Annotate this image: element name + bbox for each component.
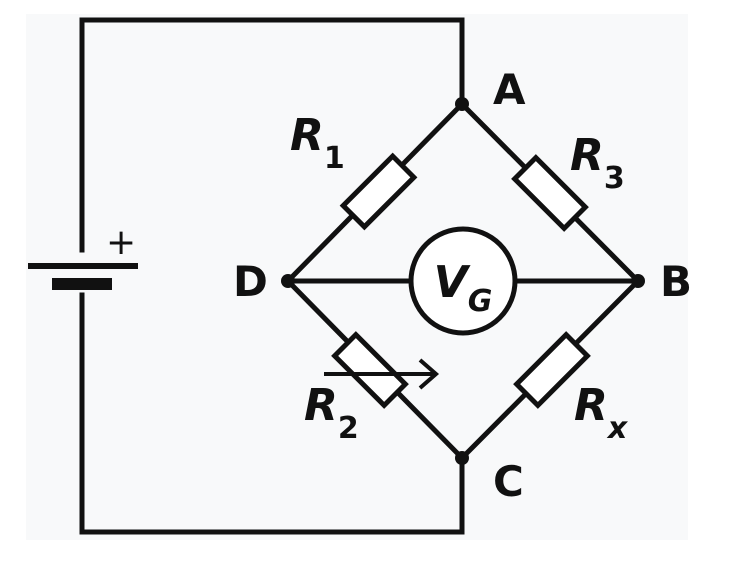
r2-letter: R [304,380,338,431]
galvanometer-letter: V [434,257,471,308]
resistor-rx-icon [513,331,591,409]
node-b-label: B [660,257,692,306]
bottom-wire [79,292,465,535]
resistor-r1-icon [339,152,418,231]
galvanometer-icon [408,226,518,336]
battery-plus-sign: + [106,222,136,263]
resistor-r3-icon [511,154,589,232]
node-a-label: A [493,65,526,114]
node-a-dot [455,97,469,111]
r3-letter: R [570,130,604,181]
galvanometer-subscript: G [468,284,493,319]
galvanometer-label: VG [434,257,493,319]
rx-subscript: x [606,411,629,446]
resistor-r1-label: R1 [290,110,345,176]
resistor-r3-label: R3 [570,130,625,196]
node-c-label: C [493,457,524,506]
node-b-dot [631,274,645,288]
node-d-dot [281,274,295,288]
rx-letter: R [574,380,608,431]
r2-subscript: 2 [338,411,359,446]
resistor-r2-icon [331,331,409,409]
r1-letter: R [290,110,324,161]
diagram-background [26,14,688,540]
battery-icon: + [28,222,138,290]
resistor-rx-label: Rx [574,380,629,446]
node-d-label: D [233,257,268,306]
resistor-r2-label: R2 [304,380,359,446]
variable-arrow-head [418,358,440,390]
node-c-dot [455,451,469,465]
top-wire [79,17,465,253]
r1-subscript: 1 [324,141,345,176]
r3-subscript: 3 [604,161,625,196]
variable-arrow-icon [324,358,440,390]
